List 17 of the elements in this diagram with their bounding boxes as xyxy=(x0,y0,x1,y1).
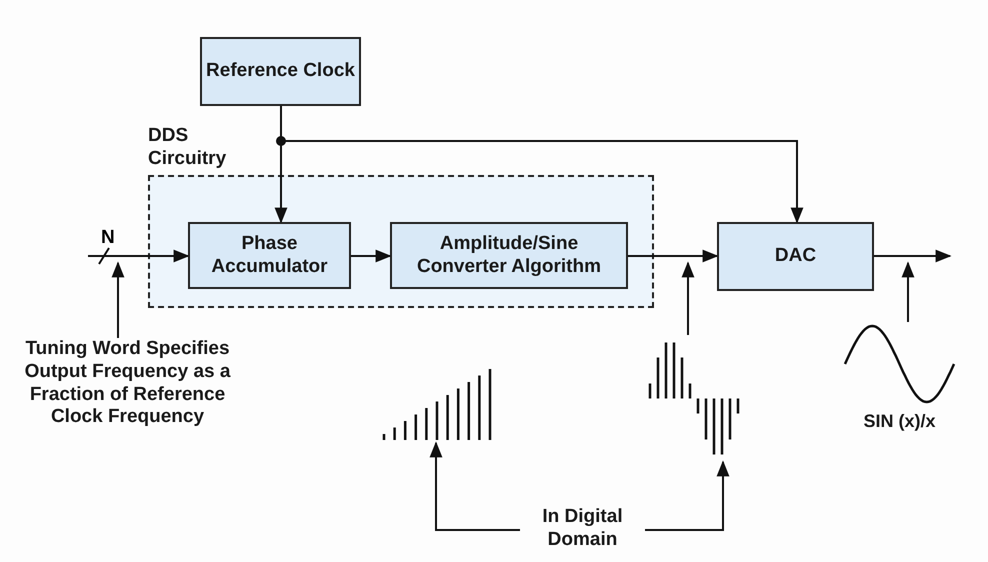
process-box: DAC xyxy=(717,222,874,291)
arrow xyxy=(88,250,190,262)
arrow xyxy=(682,261,694,335)
arrow xyxy=(430,441,520,531)
arrow xyxy=(351,250,392,262)
process-box: Amplitude/Sine Converter Algorithm xyxy=(390,222,628,289)
arrow xyxy=(645,460,730,531)
arrow xyxy=(902,261,914,322)
arrow xyxy=(112,261,124,338)
group-title: DDS Circuitry xyxy=(148,125,228,171)
arrow xyxy=(874,250,952,262)
annotation-text: In Digital Domain xyxy=(520,506,645,556)
arrow xyxy=(628,250,719,262)
annotation-text: Tuning Word Specifies Output Frequency as a Fraction of Reference Clock Frequency xyxy=(10,338,245,458)
process-box: Reference Clock xyxy=(200,37,361,106)
process-box: Phase Accumulator xyxy=(188,222,351,289)
waveform-caption: SIN (x)/x xyxy=(862,411,937,433)
